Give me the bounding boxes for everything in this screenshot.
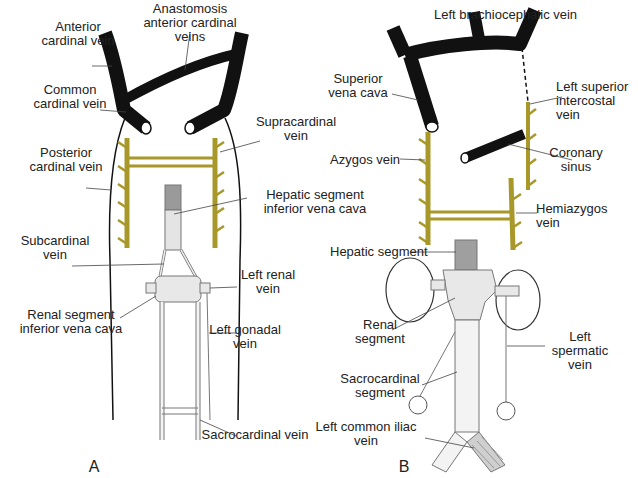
- anatomy-label: Left superior intercostal vein: [556, 80, 636, 122]
- anatomy-label: Sacrocardinal vein: [200, 428, 310, 442]
- anastomosis-vein: [124, 54, 236, 100]
- vein-opening: [141, 122, 151, 134]
- anatomy-label: Renal segment inferior vena cava: [6, 308, 136, 336]
- anatomy-label: Hepatic segment inferior vena cava: [250, 188, 380, 216]
- anatomy-label: Hemiazygos vein: [536, 202, 626, 230]
- posterior-cardinal-vein: [110, 118, 125, 420]
- anatomy-label: Sacrocardinal segment: [330, 372, 430, 400]
- anatomy-label: Anastomosis anterior cardinal veins: [140, 2, 240, 44]
- anatomy-label: Subcardinal vein: [10, 234, 100, 262]
- anatomy-label: Azygos vein: [330, 153, 410, 167]
- anatomy-label: Common cardinal vein: [30, 83, 110, 111]
- dashed-vein: [522, 48, 528, 102]
- leader-lines: [72, 32, 572, 448]
- azygos-system: [419, 102, 536, 250]
- vein-opening: [426, 122, 438, 132]
- anatomy-label: Left gonadal vein: [200, 323, 290, 351]
- posterior-cardinal-vein: [225, 118, 241, 420]
- vein-opening: [185, 122, 195, 134]
- vein-opening: [461, 153, 469, 163]
- superior-vena-cava: [410, 56, 432, 126]
- anatomy-label: Renal segment: [340, 318, 420, 346]
- brachiocephalic-vein: [393, 28, 405, 55]
- anatomy-label: Supracardinal vein: [246, 115, 346, 143]
- panel-letter: A: [84, 458, 104, 476]
- anatomy-label: Superior vena cava: [318, 72, 398, 100]
- inferior-vena-cava-b: [420, 240, 519, 472]
- anatomy-label: Hepatic segment: [330, 245, 430, 259]
- anterior-cardinal-vein: [190, 33, 242, 128]
- anatomy-label: Left brachiocephalic vein: [434, 8, 624, 22]
- gonad: [497, 402, 515, 420]
- inferior-vena-cava-a: [146, 185, 210, 440]
- gonad: [409, 396, 427, 414]
- anatomy-label: Left common iliac vein: [306, 420, 426, 448]
- panel-letter: B: [394, 458, 414, 476]
- anatomy-label: Left spermatic vein: [540, 330, 620, 372]
- anatomy-label: Posterior cardinal vein: [26, 146, 106, 174]
- anatomy-label: Anterior cardinal vein: [38, 20, 118, 48]
- anatomy-label: Left renal vein: [238, 268, 298, 296]
- anatomy-label: Coronary sinus: [536, 146, 616, 174]
